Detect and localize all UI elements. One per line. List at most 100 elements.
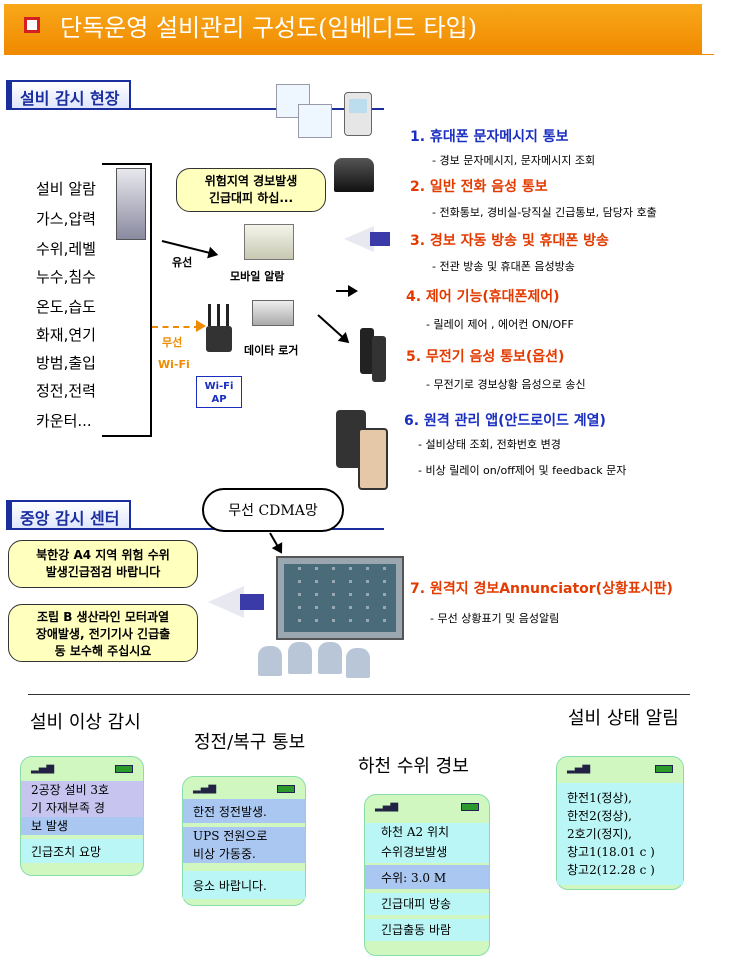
phone-status-bar: ▂▄▆: [31, 763, 133, 775]
phone-line: 수위: 3.0 M: [365, 865, 489, 889]
center-megaphone-icon: [208, 584, 268, 620]
wireless-label: 무선: [162, 336, 183, 349]
phone-screen: ▂▄▆ 하천 A2 위치 수위경보발생 수위: 3.0 M 긴급대피 방송 긴급…: [364, 794, 490, 956]
feature-title: 3. 경보 자동 방송 및 휴대폰 방송: [410, 233, 609, 249]
phone-status-bar: ▂▄▆: [567, 763, 673, 775]
walkie-talkie-icon: [358, 316, 388, 384]
phone-line: UPS 전원으로: [183, 827, 305, 845]
phone-line: 한전 정전발생.: [183, 799, 305, 823]
phone-line: 2공장 설비 3호: [21, 781, 143, 799]
page-title: 단독운영 설비관리 구성도(임베디드 타입): [60, 14, 477, 42]
cdma-arrow: [269, 532, 282, 553]
section-field-label: 설비 감시 현장: [12, 80, 132, 108]
feature-desc: - 전관 방송 및 휴대폰 음성방송: [432, 260, 575, 273]
phone-status-bar: ▂▄▆: [375, 801, 479, 813]
callout-danger: 위험지역 경보발생 긴급대피 하십...: [176, 168, 326, 212]
section-center-label: 중앙 감시 센터: [12, 500, 132, 528]
feature-desc: - 설비상태 조회, 전화번호 변경: [418, 438, 561, 451]
callout-line: 조립 B 생산라인 모터과열: [36, 610, 170, 624]
callout-assembly: 조립 B 생산라인 모터과열 장애발생, 전기기사 긴급출 동 보수해 주십시요: [8, 604, 198, 662]
sensor-item: 정전,전력: [36, 382, 96, 400]
machine-icon: [116, 168, 146, 240]
telephone-icon: [334, 158, 374, 192]
phone-line: 수위경보발생: [365, 843, 489, 863]
phone-label: 설비 상태 알림: [568, 708, 679, 729]
phone-screen: ▂▄▆ 2공장 설비 3호 기 자재부족 경 보 발생 긴급조치 요망: [20, 756, 144, 876]
mobile-alarm-label: 모바일 알람: [230, 270, 285, 283]
wired-label: 유선: [172, 256, 193, 269]
data-logger-label: 데이타 로거: [244, 344, 299, 357]
callout-line: 긴급대피 하십...: [208, 191, 294, 205]
feature-desc: - 릴레이 제어 , 에어컨 ON/OFF: [426, 318, 574, 331]
sensor-item: 누수,침수: [36, 268, 96, 286]
feature-title: 6. 원격 관리 앱(안드로이드 계열): [404, 413, 606, 429]
wifi-ap-box: Wi-Fi AP: [196, 376, 242, 408]
phone-label: 정전/복구 통보: [194, 732, 306, 753]
divider: [28, 694, 690, 695]
callout-line: 북한강 A4 지역 위험 수위: [36, 548, 170, 562]
feature-title: 5. 무전기 음성 통보(옵션): [406, 349, 565, 365]
feature-desc: - 비상 릴레이 on/off제어 및 feedback 문자: [418, 464, 627, 477]
title-bullet-icon: [24, 17, 40, 33]
sensor-item: 수위,레벨: [36, 240, 96, 258]
phone-band: [557, 783, 683, 885]
phone-line: 한전2(정상),: [567, 809, 632, 823]
callout-line: 발생긴급점검 바랍니다: [45, 565, 161, 579]
wireless-arrow: [152, 326, 200, 328]
feature-desc: - 전화통보, 경비실-당직실 긴급통보, 담당자 호출: [432, 206, 657, 219]
battery-icon: [655, 765, 673, 773]
phone-screen: ▂▄▆ 한전1(정상), 한전2(정상), 2호기(정지), 창고1(18.01…: [556, 756, 684, 890]
sensor-item: 설비 알람: [36, 180, 96, 198]
callout-line: 장애발생, 전기기사 긴급출: [35, 627, 171, 641]
feature-title: 4. 제어 기능(휴대폰제어): [406, 289, 560, 305]
sensor-item: 화재,연기: [36, 326, 96, 344]
phone-status-bar: ▂▄▆: [193, 783, 295, 795]
annunciator-board: [276, 556, 404, 640]
battery-icon: [115, 765, 133, 773]
arrow-to-radio: [317, 314, 349, 343]
battery-icon: [461, 803, 479, 811]
wifi-label: Wi-Fi: [158, 358, 190, 371]
phone-line: 보 발생: [21, 817, 143, 835]
phone-line: 2호기(정지),: [567, 827, 632, 841]
signal-icon: ▂▄▆: [375, 801, 399, 812]
wifi-router-icon: [206, 304, 232, 352]
signal-icon: ▂▄▆: [31, 763, 55, 774]
sensor-item: 카운터...: [36, 412, 92, 430]
cdma-cloud: 무선 CDMA망: [202, 488, 344, 532]
feature-desc: - 경보 문자메시지, 문자메시지 조회: [432, 154, 596, 167]
phone-label: 설비 이상 감시: [30, 712, 141, 733]
phone-line: 비상 가동중.: [183, 845, 305, 863]
phone-line: 긴급조치 요망: [21, 839, 143, 863]
title-underline: [4, 54, 714, 55]
callout-line: 위험지역 경보발생: [204, 174, 298, 188]
title-banner: [4, 4, 702, 54]
phone-line: 긴급출동 바람: [365, 919, 489, 941]
operators-icon: [258, 640, 378, 680]
feature-title: 2. 일반 전화 음성 통보: [410, 179, 548, 195]
sensor-item: 방범,출입: [36, 354, 96, 372]
phone-label: 하천 수위 경보: [358, 756, 469, 777]
data-logger-device: [252, 300, 294, 326]
feature-desc: - 무전기로 경보상황 음성으로 송신: [426, 378, 586, 391]
wireless-arrow-head-icon: [196, 320, 206, 332]
phone-line: 응소 바랍니다.: [183, 871, 305, 899]
phone-screen: ▂▄▆ 한전 정전발생. UPS 전원으로 비상 가동중. 응소 바랍니다.: [182, 776, 306, 906]
phone-line: 기 자재부족 경: [21, 799, 143, 817]
phone-line: 긴급대피 방송: [365, 893, 489, 915]
sensor-item: 온도,습도: [36, 298, 96, 316]
phone-line: 창고2(12.28 c ): [567, 863, 655, 877]
smartphone-app-icon: [336, 410, 390, 490]
signal-icon: ▂▄▆: [567, 763, 591, 774]
cellphone-icon: [344, 92, 372, 136]
phone-line: 하천 A2 위치: [365, 823, 489, 843]
wifi-ap-line: Wi-Fi: [204, 381, 234, 392]
phone-line: 창고1(18.01 c ): [567, 845, 655, 859]
sensor-item: 가스,압력: [36, 210, 96, 228]
arrow-to-control: [336, 285, 358, 297]
sensor-bracket: [102, 163, 152, 437]
sms-doc-icon-2: [298, 104, 332, 138]
wifi-ap-line: AP: [211, 394, 227, 405]
feature-desc: - 무선 상황표기 및 음성알림: [430, 612, 560, 625]
battery-icon: [277, 785, 295, 793]
